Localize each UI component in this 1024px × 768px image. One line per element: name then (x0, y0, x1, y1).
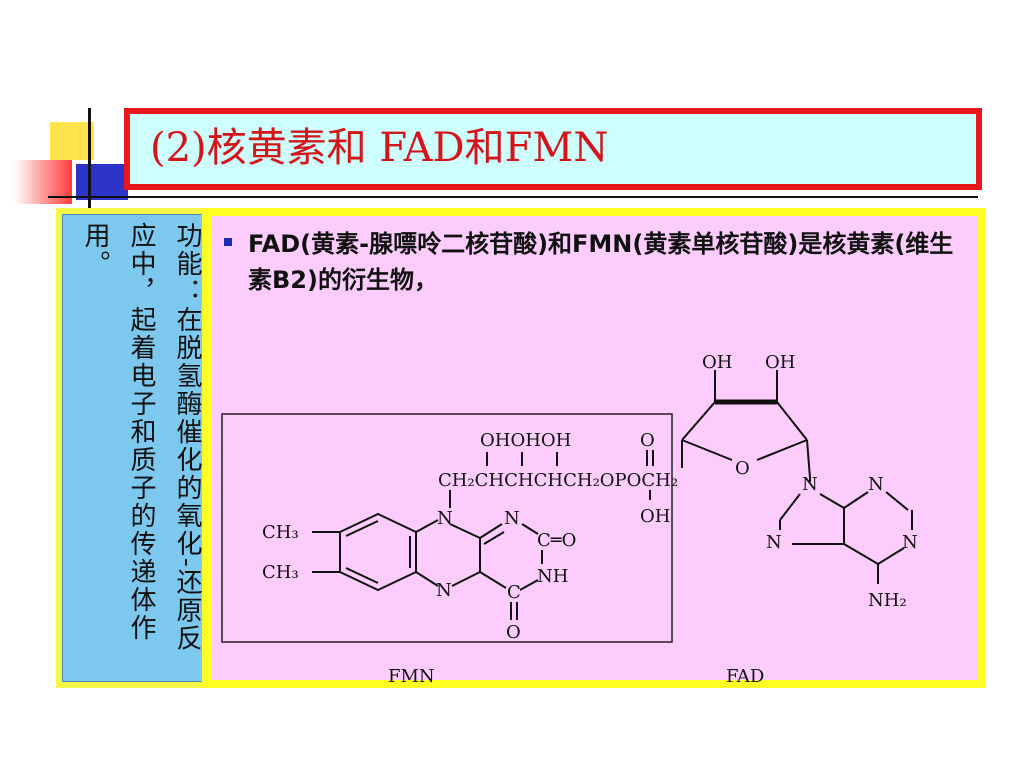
slide-title: (2)核黄素和 FAD和FMN (150, 125, 609, 171)
caption-fmn: FMN (388, 666, 435, 687)
label-ring-o: O (735, 458, 750, 479)
benzene-ring (312, 512, 417, 592)
label-n-ad1: N (802, 474, 818, 495)
title-background (130, 114, 976, 184)
deco-blue-square (76, 164, 128, 200)
label-n2: N (504, 508, 520, 529)
fad-structure-diagram: OH OH O OHOHOH O CH₂CHCHCHCH₂OPOCH₂ OH C… (221, 352, 918, 687)
content-panel (212, 216, 978, 680)
caption-fad: FAD (726, 666, 764, 687)
label-oh-1: OH (702, 352, 732, 373)
label-chain: CH₂CHCHCHCH₂OPOCH₂ (438, 470, 678, 491)
deco-yellow-square (50, 122, 94, 160)
label-c-eq-o: C═O (537, 530, 576, 551)
pyrimidine-ring (479, 523, 543, 620)
label-c: C (507, 582, 521, 603)
label-n1: N (437, 508, 453, 529)
label-oh-phosphate: OH (640, 506, 670, 527)
label-n-ad2: N (868, 474, 884, 495)
label-oh-2: OH (765, 352, 795, 373)
label-o: O (506, 622, 521, 643)
bullet-icon (224, 238, 232, 246)
adenine-ring (779, 478, 913, 584)
label-ohohoh: OHOHOH (480, 430, 571, 451)
fmn-box (221, 413, 673, 643)
ribose-ring (681, 370, 811, 479)
label-ch3-1: CH₃ (262, 522, 299, 543)
label-n-ad3: N (766, 532, 782, 553)
label-n-ad4: N (902, 532, 918, 553)
label-nh: NH (537, 566, 568, 587)
label-o-double: O (640, 430, 655, 451)
label-nh2: NH₂ (868, 590, 907, 611)
sidebar-panel (62, 214, 208, 682)
bullet-text: FAD(黄素-腺嘌呤二核苷酸)和FMN(黄素单核苷酸)是核黄素(维生素B2)的衍… (248, 230, 954, 294)
sidebar-function-text: 功能：在脱氢酶催化的氧化-还原反应中，起着电子和质子的传递体作用。 (80, 222, 202, 653)
deco-horizontal-line (48, 196, 978, 198)
deco-vertical-line (88, 108, 91, 212)
label-ch3-2: CH₃ (262, 562, 299, 583)
pyrazine-ring (415, 519, 481, 587)
label-n3: N (436, 580, 452, 601)
